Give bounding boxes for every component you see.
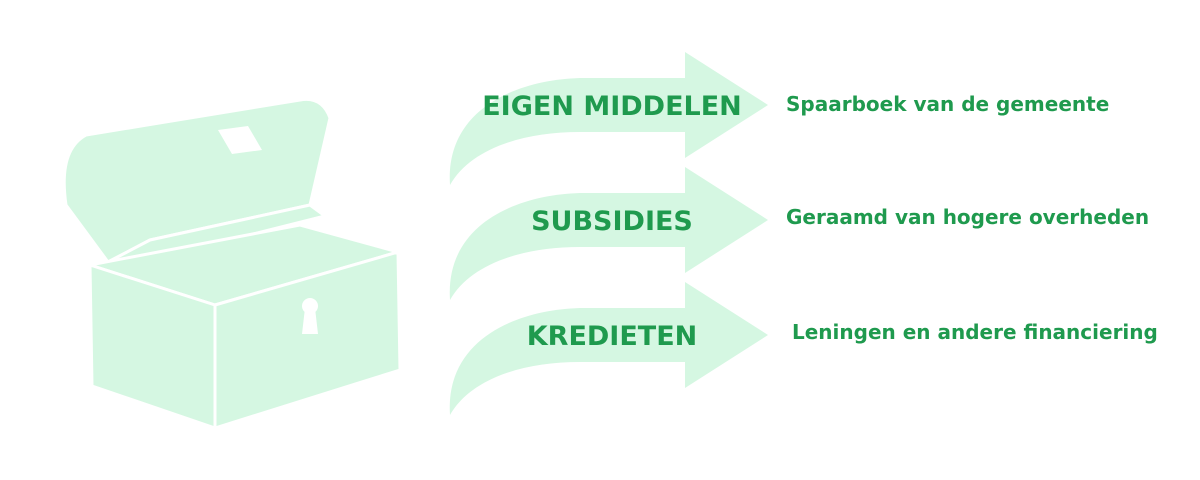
arrow-kredieten: KREDIETEN: [449, 282, 768, 415]
description-eigen-middelen: Spaarboek van de gemeente: [786, 92, 1110, 116]
arrow-label: SUBSIDIES: [531, 206, 693, 237]
description-kredieten: Leningen en andere financiering: [792, 320, 1158, 344]
keyhole-icon: [302, 298, 318, 334]
arrow-shape: [449, 52, 768, 185]
arrow-eigen-middelen: EIGEN MIDDELEN: [449, 52, 768, 185]
arrow-label: KREDIETEN: [527, 321, 698, 352]
arrow-shape: [449, 167, 768, 300]
arrow-subsidies: SUBSIDIES: [449, 167, 768, 300]
arrow-shape: [449, 282, 768, 415]
treasure-chest-icon: [62, 97, 402, 430]
description-subsidies: Geraamd van hogere overheden: [786, 205, 1150, 229]
arrow-label: EIGEN MIDDELEN: [482, 91, 742, 122]
